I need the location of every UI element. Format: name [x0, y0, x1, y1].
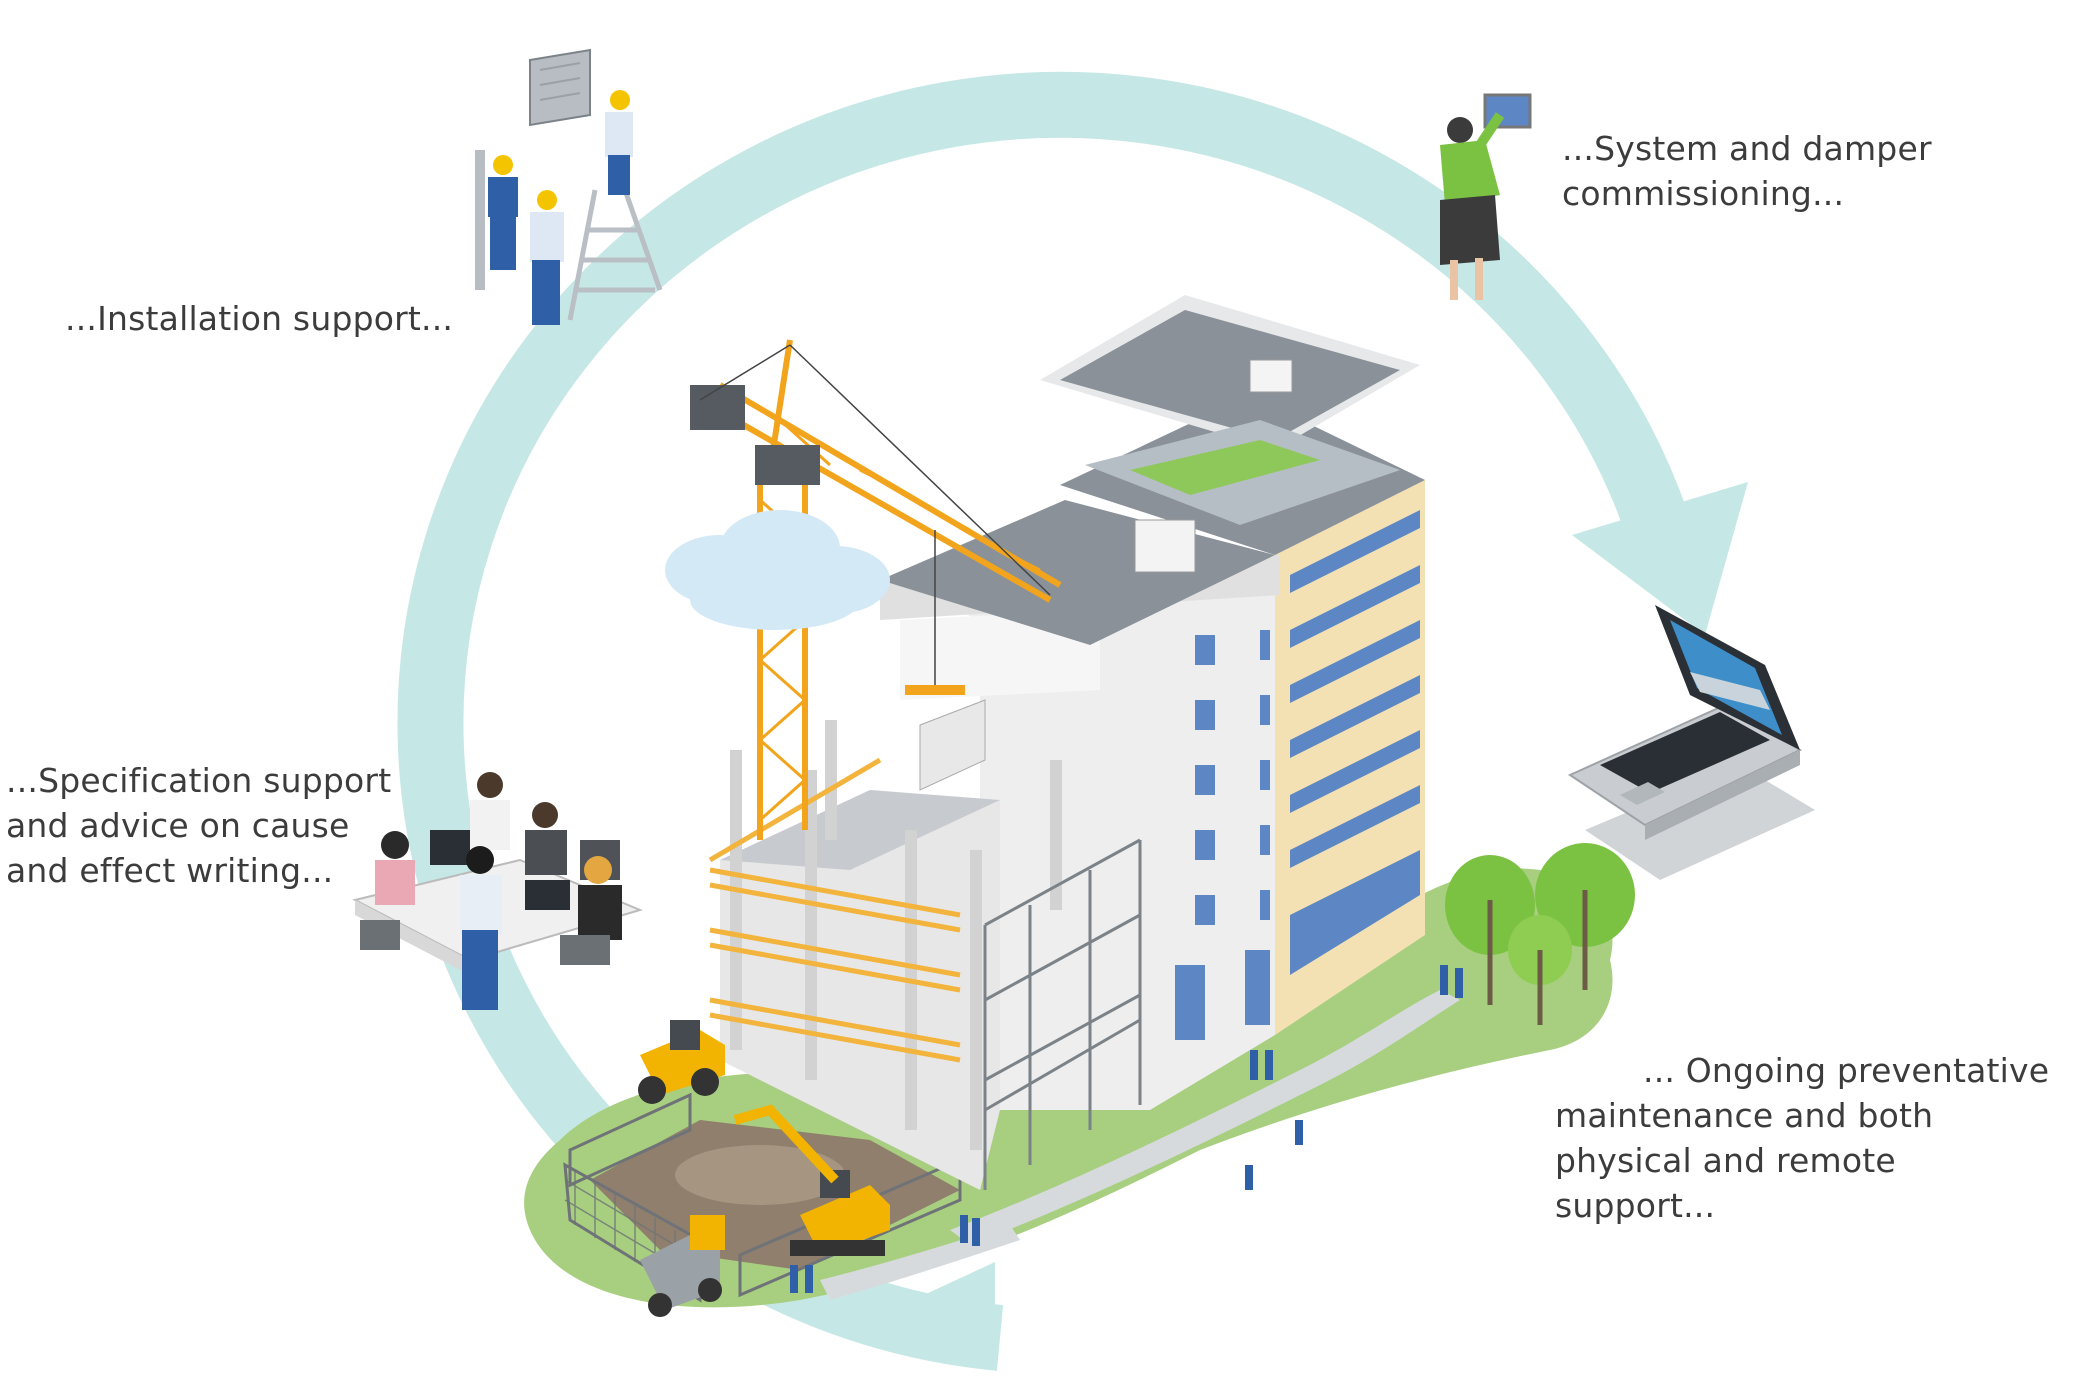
- cloud-icon: [665, 510, 890, 630]
- maintenance-line-4: support...: [1555, 1186, 1716, 1225]
- construction-building-icon: [708, 295, 1425, 1190]
- maintenance-label: ... Ongoing preventative maintenance and…: [1555, 1048, 2049, 1228]
- installation-support-label: ...Installation support...: [65, 296, 453, 341]
- windows-right: [1290, 510, 1420, 975]
- people-group-icon: [790, 965, 1463, 1293]
- commissioning-line-1: ...System and damper: [1562, 129, 1932, 168]
- maintenance-line-2: maintenance and both: [1555, 1096, 1934, 1135]
- specification-line-3: and effect writing...: [6, 851, 334, 890]
- windows-left: [1175, 630, 1270, 1040]
- tower-crane-icon: [690, 339, 1062, 840]
- installation-support-line-1: ...Installation support...: [65, 299, 454, 338]
- installation-workers-icon: [475, 48, 663, 325]
- wheel-loader-icon: [638, 1020, 725, 1104]
- commissioning-technician-icon: [1440, 93, 1532, 300]
- specification-line-1: ...Specification support: [6, 761, 392, 800]
- excavator-icon: [733, 1104, 890, 1256]
- maintenance-line-3: physical and remote: [1555, 1141, 1896, 1180]
- specification-line-2: and advice on cause: [6, 806, 350, 845]
- commissioning-label: ...System and damper commissioning...: [1562, 126, 1932, 216]
- maintenance-line-1: ... Ongoing preventative: [1643, 1051, 2050, 1090]
- arrowhead-bottom-icon: [870, 1262, 995, 1362]
- scaffold-stairs: [983, 838, 1142, 1190]
- maintenance-laptop-icon: [1567, 605, 1815, 880]
- commissioning-line-2: commissioning...: [1562, 174, 1845, 213]
- specification-meeting-icon: [352, 772, 643, 1010]
- scaffold-railings: [708, 757, 961, 1063]
- tree-icon: [1445, 843, 1635, 1025]
- specification-support-label: ...Specification support and advice on c…: [6, 758, 391, 893]
- arrowhead-right-icon: [1572, 482, 1748, 635]
- dump-truck-icon: [640, 1215, 725, 1317]
